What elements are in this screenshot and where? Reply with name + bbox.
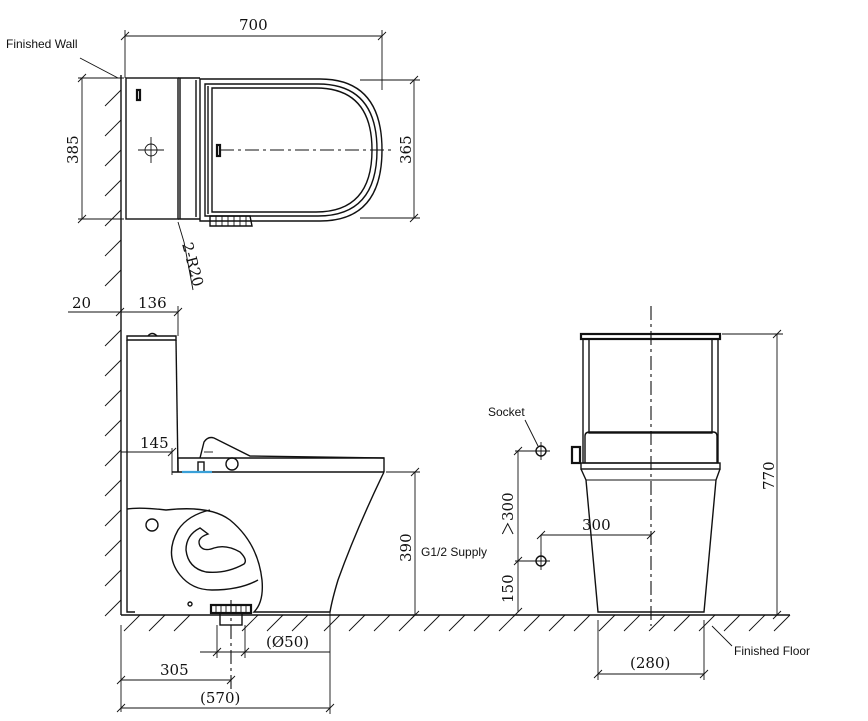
side-view-tank-lid (126, 335, 177, 341)
dim-280-value: (280) (630, 654, 670, 672)
dim-700-value: 700 (239, 16, 268, 34)
dim-150-value: 150 (499, 574, 517, 603)
side-view-seat (177, 457, 385, 472)
dim-20: 20 (68, 294, 125, 317)
side-view-bolt (187, 601, 193, 607)
finished-floor-side-view (121, 614, 441, 632)
socket-symbol (515, 419, 550, 460)
dim-136-value: 136 (138, 294, 167, 312)
dim-280: (280) (593, 620, 709, 680)
top-view-side-panel (209, 215, 253, 227)
top-view-lid-hinge (215, 143, 222, 158)
dim-d50: (Ø50) (200, 625, 330, 658)
top-view-tank-button (135, 88, 142, 102)
dim-570-value: (570) (200, 689, 240, 707)
side-view-mount-hole (145, 518, 159, 532)
dim-300-horizontal: 300 (536, 516, 656, 561)
side-view-knob (225, 457, 239, 471)
top-view-centre-mark (138, 137, 164, 163)
dim-socket-height: ＞300 (499, 446, 523, 566)
dim-385: 385 (64, 73, 124, 224)
dim-socket-height-value: ＞300 (499, 492, 517, 536)
dim-770-value: 770 (760, 461, 778, 490)
finished-wall-leader (79, 57, 119, 79)
dim-305: 305 (116, 625, 236, 712)
side-view-trapway-outer (170, 509, 259, 591)
dim-r20-value: 2-R20 (178, 240, 207, 288)
dim-770: 770 (722, 329, 783, 620)
dim-136: 136 (121, 294, 183, 336)
dim-r20: 2-R20 (177, 221, 207, 291)
finished-wall (104, 75, 122, 617)
dim-570: (570) (116, 612, 335, 714)
side-view-trapway-inner (185, 527, 247, 574)
side-view-hinge (197, 461, 205, 473)
finished-wall-label: Finished Wall (6, 37, 78, 51)
side-view-flush-button (147, 332, 158, 337)
supply-symbol (515, 552, 550, 570)
side-view (126, 332, 385, 690)
side-view-outlet-flange (209, 600, 253, 690)
dim-d50-value: (Ø50) (266, 633, 309, 651)
dim-145: 145 (121, 434, 177, 475)
front-view (570, 306, 722, 626)
dim-150: 150 (499, 561, 523, 617)
dim-300-horizontal-value: 300 (582, 516, 611, 534)
side-view-back-profile (126, 340, 135, 613)
dim-365: 365 (360, 75, 420, 223)
side-view-lid (199, 436, 385, 459)
finished-floor-leader (711, 625, 733, 647)
front-view-side-panel (570, 445, 582, 465)
dim-390: 390 (386, 467, 420, 620)
dim-390-value: 390 (397, 533, 415, 562)
top-view (125, 77, 392, 227)
dim-20-value: 20 (72, 294, 91, 312)
dim-145-value: 145 (140, 434, 169, 452)
dim-700: 700 (120, 16, 387, 90)
side-view-tank-front (175, 339, 179, 473)
dim-365-value: 365 (397, 135, 415, 164)
dim-385-value: 385 (64, 135, 82, 164)
dim-305-value: 305 (160, 661, 189, 679)
finished-floor-label: Finished Floor (734, 644, 810, 658)
supply-label: G1/2 Supply (421, 545, 487, 559)
socket-label: Socket (488, 405, 525, 419)
finished-floor-front-view (440, 614, 791, 632)
top-view-tank (125, 77, 179, 220)
